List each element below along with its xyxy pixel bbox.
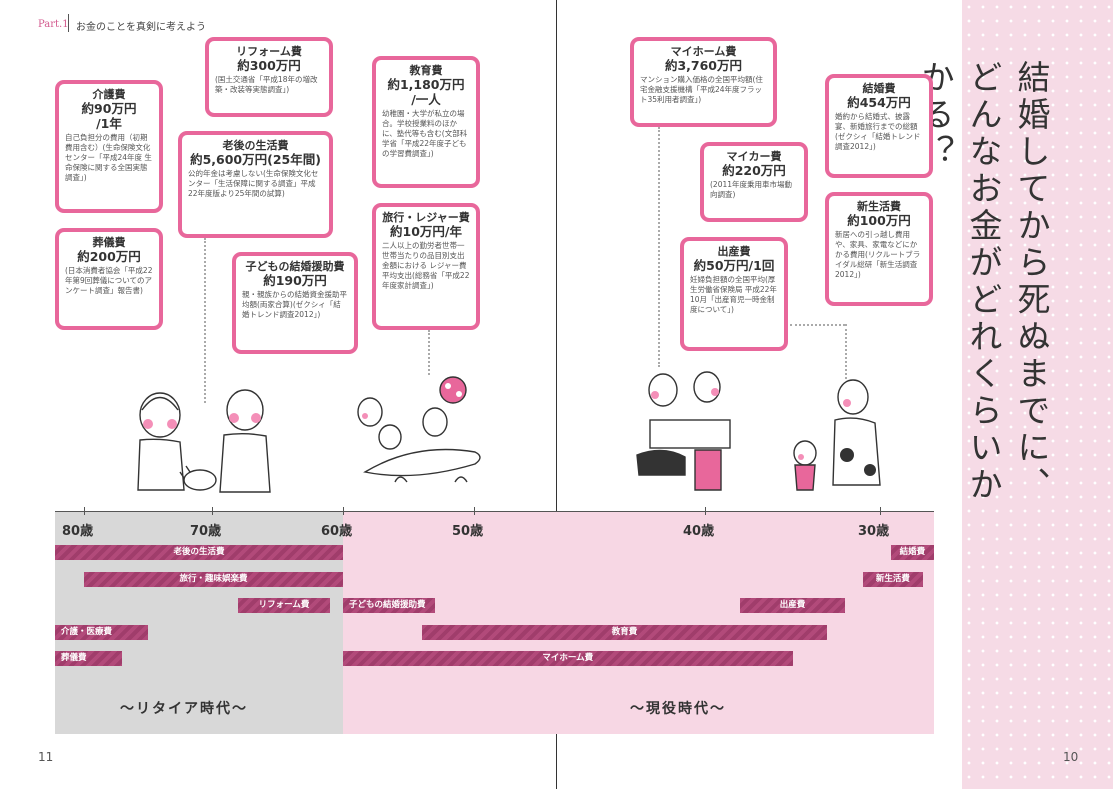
leader-line — [658, 127, 660, 367]
card-title: 老後の生活費 — [222, 139, 289, 152]
card-note: マンション購入価格の全国平均額(住宅金融支援機構「平成24年度フラット35利用者… — [640, 75, 763, 104]
family-plane-illustration — [357, 376, 481, 483]
card-title: マイホーム費 — [670, 45, 737, 58]
card-amount: 約300万円 — [237, 58, 301, 73]
age-label: 70歳 — [190, 524, 222, 539]
timeline-axis — [55, 511, 934, 512]
era-label-active: ～現役時代～ — [630, 701, 726, 717]
card-ryoko: 旅行・レジャー費 約10万円/年 二人以上の勤労者世帯一世帯当たりの品目別支出金… — [372, 203, 480, 330]
card-amount: 約3,760万円 — [664, 58, 743, 73]
leader-line — [204, 238, 206, 403]
age-tick — [705, 507, 706, 515]
era-label-retire: ～リタイア時代～ — [120, 701, 248, 717]
timeline-bar: 子どもの結婚援助費 — [343, 598, 435, 613]
timeline-bar: 介護・医療費 — [55, 625, 148, 640]
card-amount: 約90万円 /1年 — [81, 101, 137, 131]
timeline-bar: 結婚費 — [890, 545, 934, 560]
card-title: 介護費 — [92, 88, 126, 101]
card-amount: 約10万円/年 — [390, 224, 462, 239]
card-note: 新居への引っ越し費用や、家具、家電などにかかる費用(リクルートブライダル総研「新… — [835, 230, 921, 279]
page-spine — [556, 0, 557, 789]
timeline-bar: 旅行・趣味娯楽費 — [84, 572, 343, 587]
age-tick — [84, 507, 85, 515]
card-title: 子どもの結婚援助費 — [245, 260, 345, 273]
timeline-bar: 教育費 — [421, 625, 828, 640]
age-label: 50歳 — [452, 524, 484, 539]
timeline-bar: 老後の生活費 — [55, 545, 343, 560]
card-note: 公的年金は考慮しない(生命保険文化センター「生活保障に関する調査」平成22年度版… — [188, 169, 319, 198]
age-label: 40歳 — [683, 524, 715, 539]
card-amount: 約5,600万円(25年間) — [190, 152, 321, 167]
age-tick — [343, 507, 344, 515]
age-label: 30歳 — [858, 524, 890, 539]
leader-line — [790, 324, 845, 326]
card-amount: 約190万円 — [263, 273, 327, 288]
elderly-couple-illustration — [137, 389, 271, 493]
title-strip — [962, 0, 1113, 789]
card-amount: 約50万円/1回 — [693, 258, 775, 273]
card-note: 自己負担分の費用（初期費用含む）(生命保険文化センター「平成24年度 生命保険に… — [65, 133, 152, 182]
card-title: 新生活費 — [857, 200, 901, 213]
page-number-left: 11 — [38, 750, 54, 764]
card-shussan: 出産費 約50万円/1回 妊婦負担額の全国平均(厚生労働省保険局 平成22年10… — [680, 237, 788, 351]
age-tick — [212, 507, 213, 515]
card-note: (2011年度乗用車市場動向調査) — [710, 180, 793, 199]
card-title: 葬儀費 — [92, 236, 126, 249]
age-label: 60歳 — [321, 524, 353, 539]
card-note: (国土交通省「平成18年の増改築・改装等実態調査」) — [215, 75, 318, 94]
timeline-bar: 新生活費 — [862, 572, 924, 587]
card-amount: 約220万円 — [722, 163, 786, 178]
timeline-bar: 葬儀費 — [55, 651, 123, 666]
card-note: 親・親族からの結婚資金援助平均額(両家合算)(ゼクシィ「結婚トレンド調査2012… — [242, 290, 347, 319]
card-mycar: マイカー費 約220万円 (2011年度乗用車市場動向調査) — [700, 142, 808, 222]
card-title: 教育費 — [409, 64, 443, 77]
timeline-bar: リフォーム費 — [238, 598, 330, 613]
card-note: (日本消費者協会「平成22年第9回葬儀についてのアンケート調査」報告書) — [65, 266, 153, 295]
card-title: 旅行・レジャー費 — [382, 211, 470, 224]
card-note: 幼稚園・大学が私立の場合。学校授業料のほかに、塾代等も含む(文部科学省「平成22… — [382, 109, 468, 158]
timeline-bar: マイホーム費 — [343, 651, 793, 666]
age-tick — [880, 507, 881, 515]
card-kyoiku: 教育費 約1,180万円 /一人 幼稚園・大学が私立の場合。学校授業料のほかに、… — [372, 56, 480, 188]
active-era-band — [343, 512, 934, 734]
mother-child-illustration — [793, 379, 881, 491]
card-title: リフォーム費 — [236, 45, 302, 58]
card-reform: リフォーム費 約300万円 (国土交通省「平成18年の増改築・改装等実態調査」) — [205, 37, 333, 117]
card-amount: 約100万円 — [847, 213, 911, 228]
card-shinseikatsu: 新生活費 約100万円 新居への引っ越し費用や、家具、家電などにかかる費用(リク… — [825, 192, 933, 306]
card-amount: 約200万円 — [77, 249, 141, 264]
header-divider — [68, 14, 69, 32]
side-title: 結婚してから死ぬまでに、どんなお金がどれくらいかかる？ — [916, 60, 1051, 504]
card-amount: 約1,180万円 /一人 — [387, 77, 465, 107]
card-note: 二人以上の勤労者世帯一世帯当たりの品目別支出金額における レジャー費平均支出(総… — [382, 241, 470, 290]
timeline-bar: 出産費 — [740, 598, 845, 613]
card-amount: 約454万円 — [847, 95, 911, 110]
card-sogi: 葬儀費 約200万円 (日本消費者協会「平成22年第9回葬儀についてのアンケート… — [55, 228, 163, 330]
card-rogo: 老後の生活費 約5,600万円(25年間) 公的年金は考慮しない(生命保険文化セ… — [178, 131, 333, 238]
card-title: 出産費 — [717, 245, 751, 258]
card-note: 妊婦負担額の全国平均(厚生労働省保険局 平成22年10月「出産育児一時金制度につ… — [690, 275, 777, 314]
age-tick — [474, 507, 475, 515]
card-myhome: マイホーム費 約3,760万円 マンション購入価格の全国平均額(住宅金融支援機構… — [630, 37, 777, 127]
card-kekkon: 結婚費 約454万円 婚約から結婚式、披露宴、新婚旅行までの総額(ゼクシィ「結婚… — [825, 74, 933, 178]
card-title: 結婚費 — [862, 82, 896, 95]
card-kekkon-enjo: 子どもの結婚援助費 約190万円 親・親族からの結婚資金援助平均額(両家合算)(… — [232, 252, 358, 354]
couple-house-illustration — [636, 371, 731, 491]
age-label: 80歳 — [62, 524, 94, 539]
header-part-label: Part.1 — [38, 19, 69, 30]
card-note: 婚約から結婚式、披露宴、新婚旅行までの総額(ゼクシィ「結婚トレンド調査2012」… — [835, 112, 921, 151]
card-title: マイカー費 — [726, 150, 782, 163]
header-title: お金のことを真剣に考えよう — [76, 22, 206, 33]
leader-line — [428, 330, 430, 375]
card-kaigo: 介護費 約90万円 /1年 自己負担分の費用（初期費用含む）(生命保険文化センタ… — [55, 80, 163, 213]
page-number-right: 10 — [1063, 750, 1079, 764]
leader-line — [845, 324, 847, 379]
